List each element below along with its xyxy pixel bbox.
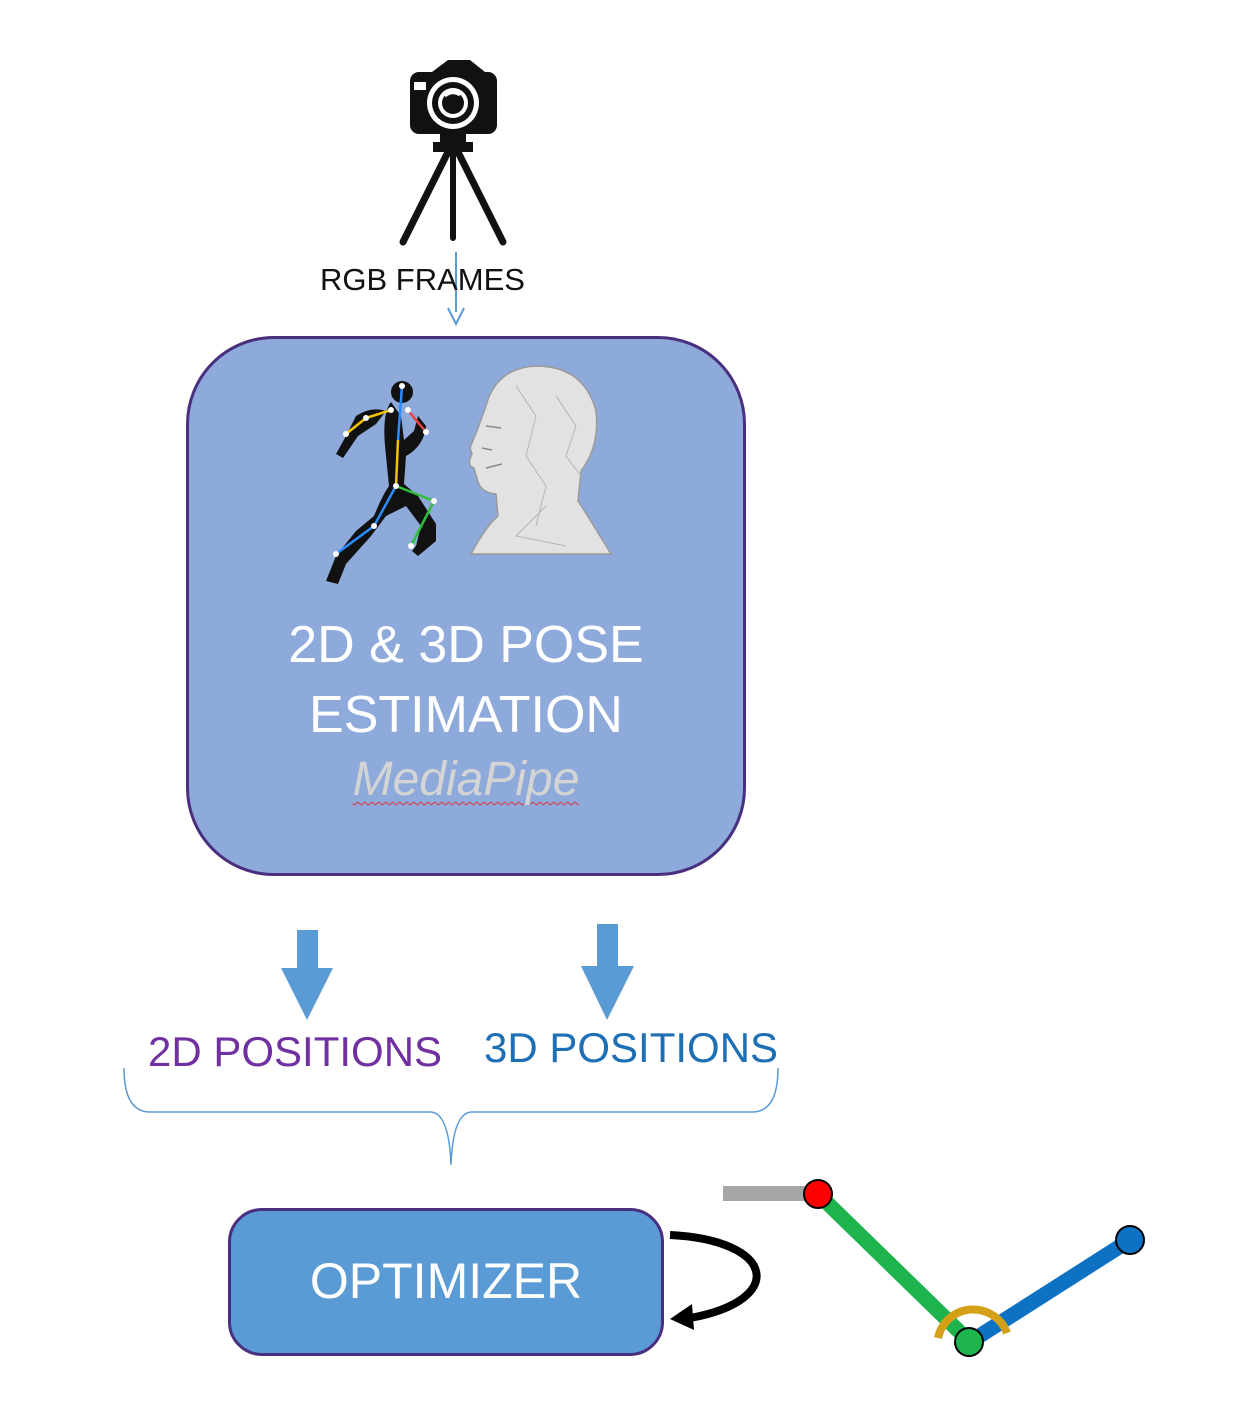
down-arrow-2d <box>281 930 333 1020</box>
pose-title-line2: ESTIMATION <box>309 686 623 744</box>
frames-arrowhead <box>447 307 465 327</box>
mediapipe-subtitle: MediaPipe <box>186 752 746 807</box>
rgb-frames-label: RGB FRAMES <box>320 262 525 297</box>
joint-angle-icon <box>723 1179 1145 1357</box>
loop-arrow-icon <box>669 1231 761 1330</box>
running-skeleton-icon <box>326 381 437 584</box>
optimizer-block <box>228 1208 664 1356</box>
pose-estimation-title: 2D & 3D POSE ESTIMATION <box>186 610 746 750</box>
optimizer-label: OPTIMIZER <box>309 1253 583 1309</box>
pose-estimation-block <box>186 336 746 876</box>
pose-title-line1: 2D & 3D POSE <box>288 616 644 674</box>
mediapipe-text: MediaPipe <box>352 753 580 806</box>
pose-icons <box>326 365 613 584</box>
mesh-head-icon <box>468 365 613 555</box>
merge-brace <box>123 1067 779 1166</box>
camera-on-tripod-icon <box>399 60 507 246</box>
3d-positions-label: 3D POSITIONS <box>484 1024 779 1071</box>
2d-positions-label: 2D POSITIONS <box>148 1028 443 1075</box>
down-arrow-3d <box>581 924 634 1020</box>
